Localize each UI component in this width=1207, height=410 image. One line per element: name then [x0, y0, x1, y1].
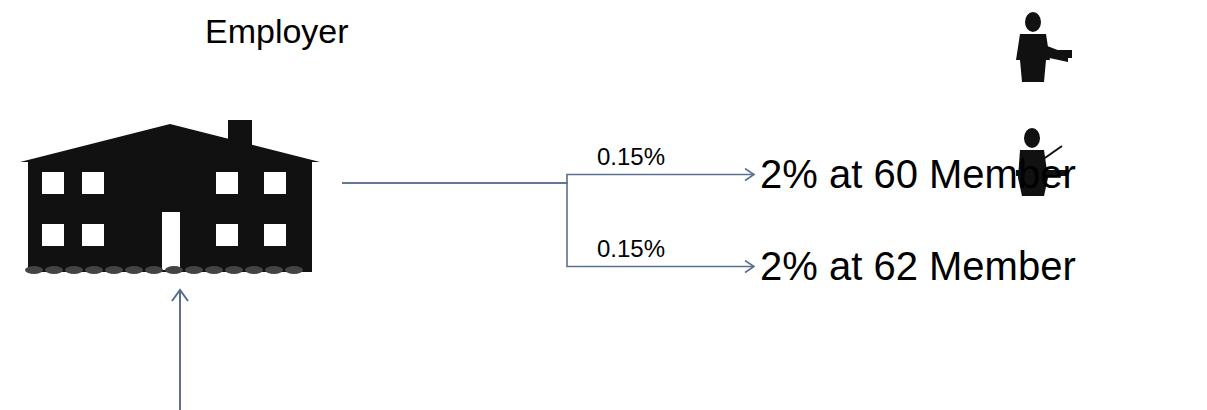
member-node: 2% at 60 Member — [760, 152, 1076, 197]
flow-connector — [342, 175, 754, 184]
node-heading: Employer — [205, 12, 349, 51]
employer-node: Employer — [20, 12, 350, 280]
person-silhouette — [1016, 12, 1072, 82]
node-label: 2% at 62 Member — [760, 244, 1076, 289]
node-label: 2% at 60 Member — [760, 152, 1076, 197]
member-node: 2% at 62 Member — [760, 244, 1076, 289]
rate-label: 0.15% — [595, 143, 667, 171]
rate-label: 0.15% — [595, 235, 667, 263]
building-icon — [20, 12, 350, 280]
flow-connector — [342, 183, 754, 267]
input-arrow — [172, 290, 188, 410]
